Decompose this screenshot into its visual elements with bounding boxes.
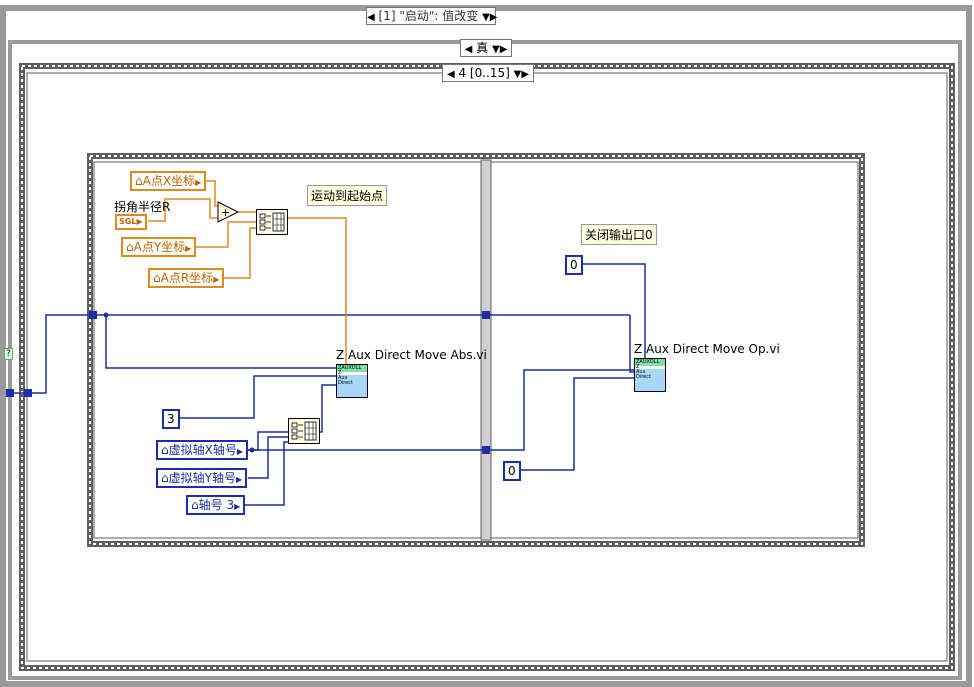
sequence-divider xyxy=(480,159,492,541)
local-var-virtual-axis-x[interactable]: ⌂虚拟轴X轴号▶ xyxy=(156,440,249,460)
local-var-a-r[interactable]: ⌂A点R坐标▶ xyxy=(148,268,225,288)
event-data-node[interactable]: ? xyxy=(4,348,13,360)
build-array-node-axes[interactable] xyxy=(288,418,320,444)
house-icon: ⌂ xyxy=(161,443,169,457)
subvi-move-abs-icon[interactable]: ZAUXDLL Z Aux Direct xyxy=(336,364,368,398)
decrement-arrow-icon[interactable]: ◀ xyxy=(446,69,455,80)
constant-0-bottom[interactable]: 0 xyxy=(503,461,521,481)
build-array-icon xyxy=(291,421,317,441)
increment-arrow-icon[interactable]: ▶ xyxy=(489,12,498,23)
house-icon: ⌂ xyxy=(126,240,134,254)
increment-arrow-icon[interactable]: ▶ xyxy=(499,44,508,55)
arrow-right-icon: ▶ xyxy=(213,275,220,284)
add-node-icon[interactable]: + xyxy=(217,201,239,223)
increment-arrow-icon[interactable]: ▶ xyxy=(521,69,530,80)
house-icon: ⌂ xyxy=(161,471,169,485)
dropdown-arrow-icon[interactable]: ▼ xyxy=(482,12,490,23)
constant-3[interactable]: 3 xyxy=(162,409,180,429)
arrow-right-icon: ▶ xyxy=(235,475,243,484)
constant-0-top[interactable]: 0 xyxy=(565,255,583,275)
arrow-right-icon: ▶ xyxy=(185,244,192,253)
house-icon: ⌂ xyxy=(153,271,161,285)
decrement-arrow-icon[interactable]: ◀ xyxy=(464,44,473,55)
sequence-selector[interactable]: ◀ 4 [0..15] ▼▶ xyxy=(442,64,534,82)
case-selector[interactable]: ◀ 真 ▼▶ xyxy=(460,39,512,57)
subvi-move-op-icon[interactable]: ZAUXDLL Z Aux Direct xyxy=(634,358,666,392)
svg-text:+: + xyxy=(221,206,230,219)
local-var-a-y[interactable]: ⌂A点Y坐标▶ xyxy=(121,237,197,257)
dropdown-arrow-icon[interactable]: ▼ xyxy=(513,69,522,80)
dropdown-arrow-icon[interactable]: ▼ xyxy=(491,44,500,55)
subvi-label-move-op: Z Aux Direct Move Op.vi xyxy=(634,342,780,356)
corner-radius-label: 拐角半径R xyxy=(114,200,171,214)
case-selector-label: 真 xyxy=(476,41,489,55)
event-selector-label: [1] "启动": 值改变 xyxy=(378,9,479,23)
local-var-axis-3[interactable]: ⌂轴号 3▶ xyxy=(186,495,246,515)
local-var-a-x[interactable]: ⌂A点X坐标▶ xyxy=(130,171,207,191)
arrow-right-icon: ▶ xyxy=(195,178,202,187)
comment-move-to-start: 运动到起始点 xyxy=(307,185,388,206)
house-icon: ⌂ xyxy=(135,174,143,188)
arrow-right-icon: ▶ xyxy=(136,217,143,226)
sgl-constant[interactable]: SGL▶ xyxy=(115,214,147,230)
local-var-virtual-axis-y[interactable]: ⌂虚拟轴Y轴号▶ xyxy=(156,468,248,488)
house-icon: ⌂ xyxy=(191,498,199,512)
build-array-icon xyxy=(259,212,285,232)
sequence-selector-label: 4 [0..15] xyxy=(458,66,510,80)
subvi-label-move-abs: Z Aux Direct Move Abs.vi xyxy=(336,348,487,362)
arrow-right-icon: ▶ xyxy=(234,502,241,511)
arrow-right-icon: ▶ xyxy=(236,447,244,456)
event-case-selector[interactable]: ◀ [1] "启动": 值改变 ▼▶ xyxy=(366,7,498,25)
comment-close-output: 关闭输出口0 xyxy=(581,224,657,245)
build-array-node[interactable] xyxy=(256,209,288,235)
decrement-arrow-icon[interactable]: ◀ xyxy=(367,12,375,23)
